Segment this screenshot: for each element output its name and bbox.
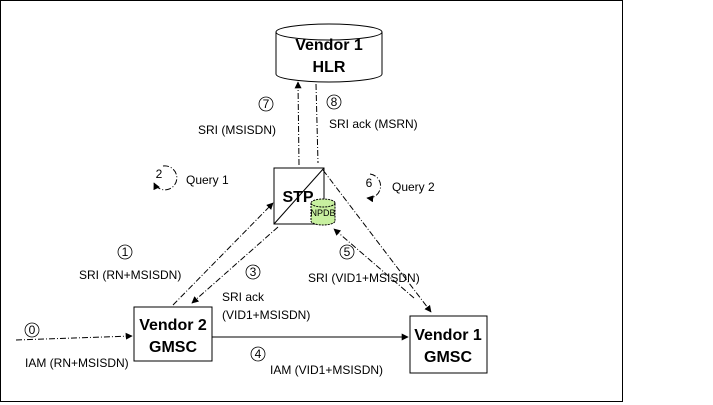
hlr-title: Vendor 1	[295, 37, 363, 54]
step-1-marker: 1	[117, 244, 133, 260]
arrow-step-3	[191, 226, 279, 304]
step-4-marker: 4	[250, 346, 266, 362]
vendor1-gmsc-node: Vendor 1 GMSC	[409, 315, 488, 374]
step-2-number: 2	[156, 167, 163, 181]
step-6-label: Query 2	[392, 180, 435, 194]
step-8-label: SRI ack (MSRN)	[329, 117, 418, 131]
vendor2-gmsc-subtitle: GMSC	[149, 339, 197, 356]
step-3-number: 3	[250, 265, 257, 279]
arrow-step-1	[172, 202, 274, 306]
step-1-number: 1	[122, 245, 129, 259]
step-0-marker: 0	[24, 322, 40, 338]
step-2-label: Query 1	[186, 173, 229, 187]
hlr-subtitle: HLR	[313, 59, 346, 76]
step-5-number: 5	[344, 245, 351, 259]
step-5-marker: 5	[339, 244, 355, 260]
step-0-number: 0	[29, 323, 36, 337]
step-4-label: IAM (VID1+MSISDN)	[270, 363, 383, 377]
step-5-label: SRI (VID1+MSISDN)	[308, 271, 420, 285]
step-1-label: SRI (RN+MSISDN)	[79, 268, 181, 282]
hlr-node: Vendor 1 HLR	[275, 23, 383, 83]
step-4-number: 4	[255, 347, 262, 361]
arrow-step-7	[294, 81, 302, 166]
arrow-step-8	[315, 83, 319, 164]
step-8-marker: 8	[326, 94, 342, 110]
vendor2-gmsc-node: Vendor 2 GMSC	[133, 306, 213, 362]
step-0-label: IAM (RN+MSISDN)	[25, 356, 129, 370]
vendor1-gmsc-subtitle: GMSC	[424, 349, 472, 366]
npdb-label: NPDB	[310, 208, 335, 218]
arrow-step-5	[322, 169, 432, 313]
arrow-step-5-return	[333, 228, 415, 299]
step-6-number: 6	[366, 176, 373, 190]
query-2-loop: 6	[366, 173, 382, 203]
npdb-node: NPDB	[310, 198, 336, 226]
vendor2-gmsc-title: Vendor 2	[139, 317, 207, 334]
step-7-marker: 7	[258, 96, 274, 112]
step-3-label-line1: SRI ack	[222, 290, 265, 304]
stp-label: STP	[282, 189, 313, 206]
step-3-marker: 3	[245, 264, 261, 280]
step-7-label: SRI (MSISDN)	[198, 123, 276, 137]
arrow-step-0	[15, 332, 133, 341]
step-3-label-line2: (VID1+MSISDN)	[222, 308, 310, 322]
query-1-loop: 2	[153, 165, 178, 191]
vendor1-gmsc-title: Vendor 1	[414, 327, 482, 344]
step-7-number: 7	[263, 97, 270, 111]
step-8-number: 8	[331, 95, 338, 109]
